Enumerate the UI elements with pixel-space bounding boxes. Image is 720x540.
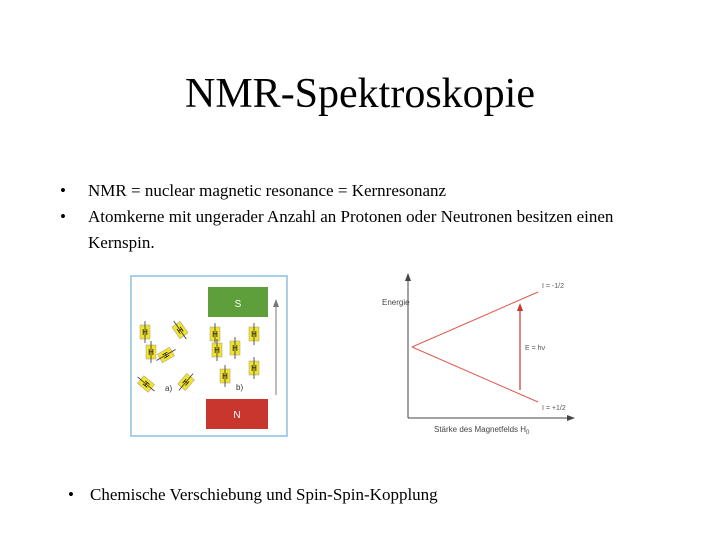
bullet-item: • Atomkerne mit ungerader Anzahl an Prot… — [60, 204, 680, 256]
bullet-item: • Chemische Verschiebung und Spin-Spin-K… — [68, 485, 438, 505]
slide-title: NMR-Spektroskopie — [185, 71, 535, 117]
bullet-text: Atomkerne mit ungerader Anzahl an Proton… — [88, 207, 614, 252]
transition-arrow-head — [517, 303, 523, 311]
panel-a-label: a) — [165, 384, 172, 393]
transition-label: E = hν — [525, 345, 546, 352]
nucleus: H — [229, 337, 241, 359]
nucleus: H — [145, 341, 157, 363]
panel-b-label: b) — [236, 383, 243, 392]
nucleus: H — [219, 365, 231, 387]
bullet-dot: • — [60, 207, 66, 226]
nucleus: H — [248, 357, 260, 379]
x-axis-arrow — [567, 415, 575, 421]
energy-diagram-svg: Energie Stärke des Magnetfelds H0 E = hν… — [382, 273, 575, 436]
north-pole-block — [206, 399, 268, 429]
upper-level-label: I = -1/2 — [542, 283, 564, 290]
bullet-item: • NMR = nuclear magnetic resonance = Ker… — [60, 178, 680, 204]
south-pole-block — [208, 287, 268, 317]
nucleus: H — [248, 323, 260, 345]
nucleus: H — [209, 323, 221, 345]
bullet-dot: • — [60, 181, 66, 200]
nucleus: H — [156, 346, 176, 364]
magnet-figure: S N H H H H H H a) H H H H H H b) — [130, 275, 288, 437]
energy-diagram: Energie Stärke des Magnetfelds H0 E = hν… — [378, 270, 578, 440]
nucleus: H — [177, 373, 195, 391]
y-axis-arrow — [405, 273, 411, 281]
magnet-figure-svg: S N H H H H H H a) H H H H H H b) — [137, 287, 279, 429]
lower-energy-level — [411, 346, 539, 403]
nucleus: H — [171, 320, 189, 340]
field-arrow-head — [273, 299, 279, 307]
nucleus: H — [211, 339, 223, 361]
nucleus: H — [137, 375, 155, 393]
lower-level-label: I = +1/2 — [542, 405, 566, 412]
bullet-text: Chemische Verschiebung und Spin-Spin-Kop… — [90, 485, 438, 504]
bullet-text: NMR = nuclear magnetic resonance = Kernr… — [88, 181, 447, 200]
y-axis-label: Energie — [382, 298, 410, 307]
nucleus: H — [139, 321, 151, 343]
x-axis-label: Stärke des Magnetfelds H0 — [434, 425, 530, 436]
bullet-list: • NMR = nuclear magnetic resonance = Ker… — [60, 178, 680, 256]
south-pole-label: S — [235, 299, 242, 310]
bullet-dot: • — [68, 485, 74, 504]
north-pole-label: N — [233, 410, 240, 421]
upper-energy-level — [411, 291, 539, 348]
